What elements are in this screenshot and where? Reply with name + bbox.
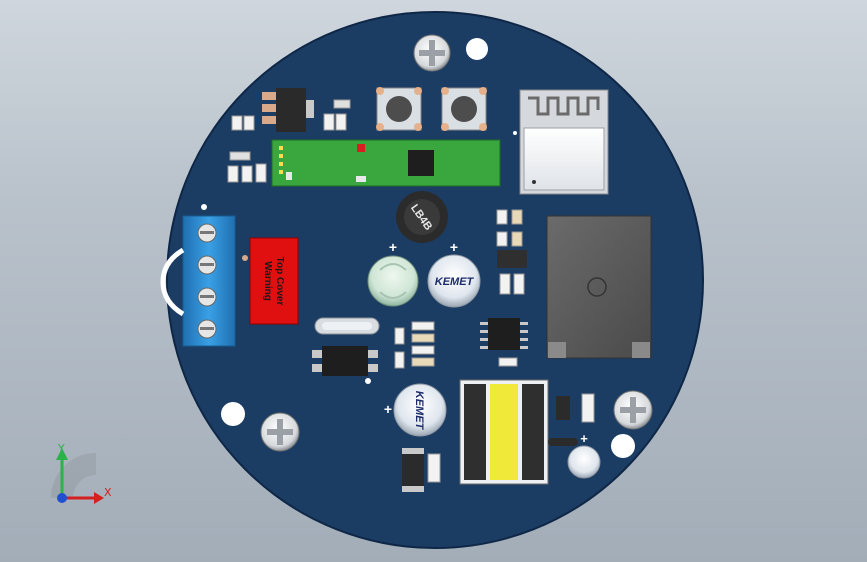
small-via-wifi bbox=[513, 131, 517, 135]
screw-right bbox=[613, 390, 653, 430]
small-via-left bbox=[201, 204, 207, 210]
power-inductor: LB4B bbox=[396, 191, 448, 243]
capacitor-kemet-2: KEMET bbox=[393, 383, 447, 437]
crystal-oscillator bbox=[314, 317, 380, 335]
top-cover-warning-label: Top Cover Warning bbox=[249, 237, 299, 325]
ic-soic8 bbox=[480, 318, 528, 350]
axis-triad: Y X bbox=[51, 442, 112, 504]
axis-x-label: X bbox=[104, 486, 112, 499]
polarity-mark-4: + bbox=[580, 431, 588, 446]
tactile-button-1[interactable] bbox=[376, 87, 422, 131]
radio-module bbox=[271, 139, 501, 187]
capacitor-green bbox=[367, 255, 419, 307]
terminal-block bbox=[160, 215, 236, 347]
screw-left bbox=[260, 412, 300, 452]
smd-parts-mid bbox=[394, 321, 435, 369]
polarity-mark-3: + bbox=[384, 401, 392, 417]
capacitor-small bbox=[567, 445, 601, 479]
warning-label-line1: Top Cover bbox=[274, 257, 285, 306]
mounting-hole-left bbox=[221, 402, 245, 426]
polarity-mark-2: + bbox=[450, 239, 458, 255]
polarity-mark-1: + bbox=[389, 239, 397, 255]
capacitor-brand-2: KEMET bbox=[413, 391, 425, 431]
warning-label-line2: Warning bbox=[262, 261, 273, 301]
voltage-regulator bbox=[262, 88, 314, 132]
screw-top bbox=[413, 34, 451, 72]
shield-can bbox=[546, 215, 652, 359]
transformer bbox=[459, 379, 549, 485]
diode-bottom bbox=[402, 448, 441, 492]
smd-caps-mid bbox=[496, 209, 527, 295]
axis-y-label: Y bbox=[57, 442, 65, 455]
bridge-rectifier bbox=[312, 346, 378, 376]
wifi-module bbox=[519, 89, 609, 195]
mounting-hole-right bbox=[611, 434, 635, 458]
tactile-button-2[interactable] bbox=[441, 87, 487, 131]
capacitor-brand-1: KEMET bbox=[435, 276, 475, 288]
mounting-hole-top bbox=[466, 38, 488, 60]
small-via-warn bbox=[242, 255, 248, 261]
small-via-bridge bbox=[365, 378, 371, 384]
smd-parts-right bbox=[548, 393, 595, 446]
smd-resistors-left bbox=[227, 99, 351, 183]
capacitor-kemet-1: KEMET bbox=[427, 254, 481, 308]
smd-resistor-ic bbox=[498, 357, 518, 367]
